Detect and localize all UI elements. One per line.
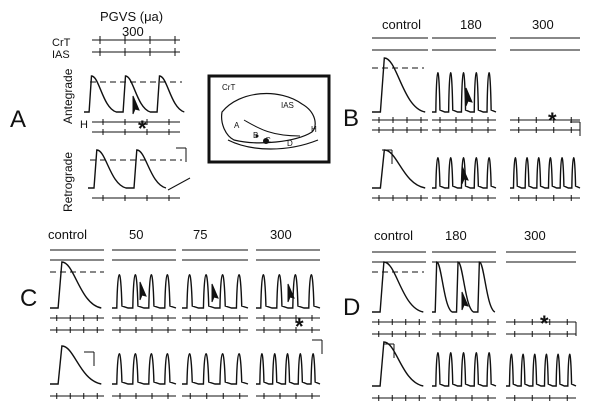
panel-c-asterisk: * <box>295 314 304 339</box>
panel-a-antegrade-arrow <box>132 95 140 115</box>
inset-label-b: B <box>253 131 259 140</box>
panel-b-180-retrograde <box>432 157 497 189</box>
panel-b-asterisk: * <box>548 108 557 133</box>
panel-c-75-retrograde <box>182 353 249 385</box>
panel-d-180-antegrade <box>432 261 496 313</box>
panel-d-180-retrograde <box>432 352 497 387</box>
panel-c-50-retrograde <box>112 353 177 385</box>
panel-a-trace-label-crt: CrT <box>52 37 71 49</box>
panel-c-col-300: 300 <box>270 227 292 242</box>
inset-label-ias: IAS <box>281 101 294 110</box>
inset-heart-base <box>227 139 319 150</box>
panel-d-col-180: 180 <box>445 228 467 243</box>
inset-av-groove <box>243 119 301 137</box>
inset-heart-outline <box>221 92 316 144</box>
inset-frame <box>207 74 331 164</box>
panel-d-300-retrograde <box>506 353 577 387</box>
panel-d-180-arrow <box>461 291 469 311</box>
panel-c-col-control: control <box>48 227 88 242</box>
panel-a-row-antegrade: Antegrade <box>61 68 75 124</box>
panel-b-180-arrow <box>465 87 473 107</box>
panel-c-75-arrow <box>211 283 219 303</box>
panel-d-col-300: 300 <box>524 228 546 243</box>
panel-b-retrograde-arrow <box>461 165 469 185</box>
panel-b-col-control: control <box>382 17 422 32</box>
panel-d-control-antegrade <box>372 261 424 313</box>
panel-b-letter: B <box>343 105 360 132</box>
panel-b-col-300: 300 <box>532 17 554 32</box>
panel-a-trace-label-ias: IAS <box>52 49 70 61</box>
panel-a-row-retrograde: Retrograde <box>61 151 75 212</box>
inset-label-c: C <box>265 136 271 145</box>
panel-a-retrograde-trace <box>88 149 167 189</box>
panel-b-180-antegrade <box>432 72 497 113</box>
panel-b-col-180: 180 <box>460 17 482 32</box>
panel-a-header: PGVS (μa) <box>100 9 164 24</box>
inset-label-a: A <box>234 121 240 130</box>
panel-d-control-retrograde <box>372 341 424 387</box>
inset-label-d: D <box>287 139 293 148</box>
panel-c-letter: C <box>20 285 38 312</box>
panel-b-300-retrograde <box>510 157 581 189</box>
panel-c-300-retrograde <box>256 353 321 385</box>
panel-c-50-arrow <box>139 281 147 301</box>
panel-c-control-retrograde <box>50 345 102 385</box>
panel-a-retrograde-tail <box>167 177 191 191</box>
panel-a-letter: A <box>10 106 27 133</box>
panel-d-col-control: control <box>374 228 414 243</box>
panel-a-current: 300 <box>122 24 144 39</box>
inset-node-dot <box>263 138 269 144</box>
panel-c-col-75: 75 <box>193 227 208 242</box>
panel-c-control-antegrade <box>50 261 102 309</box>
inset-point-dot <box>255 134 259 138</box>
panel-c-75-antegrade <box>182 274 249 309</box>
panel-a-asterisk: * <box>138 116 147 141</box>
inset-label-h: H <box>311 125 317 134</box>
panel-c-300-antegrade <box>256 274 321 309</box>
panel-c-300-arrow <box>287 283 295 303</box>
panel-b-control-antegrade <box>372 57 426 113</box>
panel-c-50-antegrade <box>112 274 177 309</box>
panel-a-h-label: H <box>80 119 88 131</box>
panel-d-letter: D <box>343 294 361 321</box>
panel-d-asterisk: * <box>540 311 549 336</box>
panel-b-control-retrograde <box>372 149 426 189</box>
panel-a-antegrade-trace <box>84 75 185 113</box>
panel-c-col-50: 50 <box>129 227 144 242</box>
inset-label-crt: CrT <box>222 83 236 92</box>
